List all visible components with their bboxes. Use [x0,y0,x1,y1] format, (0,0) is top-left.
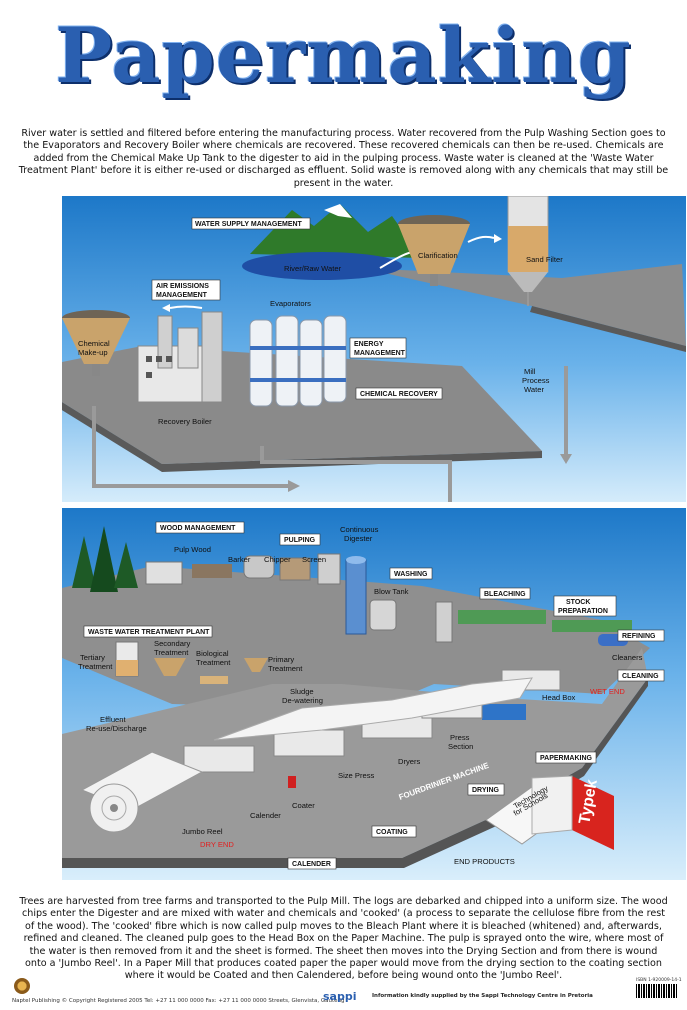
chipper-label: Chipper [264,555,291,564]
calender-box-label: CALENDER [292,861,331,868]
water-chemical-panel: WATER SUPPLY MANAGEMENT River/Raw Water … [62,196,686,502]
bleaching-label: BLEACHING [484,591,526,598]
secondary-label-1: Secondary [154,639,191,648]
trees-icon [72,526,138,592]
chemical-makeup-icon [62,318,130,364]
intro-paragraph: River water is settled and filtered befo… [18,128,669,189]
isbn-text: ISBN 1-920009-14-1 [636,978,682,983]
mill-water-label-2: Process [522,376,550,385]
sappi-brand: sappi [323,990,357,1003]
digester-label-1: Continuous [340,525,379,534]
sludge-label-1: Sludge [290,687,314,696]
head-box-label: Head Box [542,693,576,702]
wood-processing-icon [145,553,341,585]
river-label: River/Raw Water [284,264,342,273]
wet-end-label: WET END [590,687,625,696]
paper-machine-panel: Typek Technology for Schools WOOD MANAGE… [62,508,686,880]
jumbo-reel-icon [80,751,204,833]
poster-title: Papermaking [55,11,632,100]
digester-label-2: Digester [344,534,373,543]
cleaners-label: Cleaners [612,653,643,662]
water-platform-edge [530,306,686,352]
mountains [250,204,422,258]
recovery-boiler-icon [137,311,223,403]
biological-label-1: Biological [196,649,229,658]
energy-label-2: MANAGEMENT [354,350,406,357]
jumbo-reel-label: Jumbo Reel [182,827,223,836]
energy-label-1: ENERGY [354,341,384,348]
bleaching-icon [435,601,632,646]
air-emissions-label-2: MANAGEMENT [156,292,208,299]
process-pipes [92,366,568,502]
chemical-makeup-label-1: Chemical [78,339,110,348]
blow-tank-label: Blow Tank [374,587,409,596]
dry-end-label: DRY END [200,840,234,849]
outro-paragraph: Trees are harvested from tree farms and … [19,896,668,982]
publisher-logo-icon [14,978,30,994]
evaporators-icon [249,315,347,407]
water-platform [362,264,686,346]
paper-machine-diagram: Typek Technology for Schools WOOD MANAGE… [62,521,665,870]
water-chemical-diagram: WATER SUPPLY MANAGEMENT River/Raw Water … [62,196,686,502]
mill-water-label-3: Water [524,385,544,394]
drying-label: DRYING [472,787,500,794]
press-section-label-2: Section [448,742,473,751]
chemical-recovery-label: CHEMICAL RECOVERY [360,391,438,398]
copyright-text: Naptel Publishing © Copyright Registered… [12,998,345,1004]
river [242,252,402,280]
end-products-label: END PRODUCTS [454,857,515,866]
pulp-wood-label: Pulp Wood [174,545,211,554]
mill-water-label-1: Mill [524,367,536,376]
pulping-label: PULPING [284,537,316,544]
blow-tank-icon [369,599,397,631]
press-section-label-1: Press [450,733,470,742]
sand-filter-label: Sand Filter [526,255,563,264]
effluent-label-1: Effluent [100,715,127,724]
wwtp-label: WASTE WATER TREATMENT PLANT [88,629,210,636]
barker-label: Barker [228,555,251,564]
chemical-makeup-label-2: Make-up [78,348,108,357]
tertiary-label-1: Tertiary [80,653,105,662]
water-supply-label: WATER SUPPLY MANAGEMENT [195,221,303,228]
primary-label-2: Treatment [268,664,303,673]
stock-prep-label-2: PREPARATION [558,608,608,615]
biological-label-2: Treatment [196,658,231,667]
clarification-icon [398,224,470,274]
washing-label: WASHING [394,571,428,578]
sludge-label-2: De-watering [282,696,323,705]
recovery-boiler-label: Recovery Boiler [158,417,212,426]
tertiary-label-2: Treatment [78,662,113,671]
refining-label: REFINING [622,633,656,640]
papermaking-label: PAPERMAKING [540,755,593,762]
size-press-label: Size Press [338,771,374,780]
sand-filter-icon [508,226,548,272]
secondary-label-2: Treatment [154,648,189,657]
cleaning-label: CLEANING [622,673,659,680]
coater-label: Coater [292,801,315,810]
evaporators-label: Evaporators [270,299,311,308]
barcode-icon [636,984,678,998]
primary-label-1: Primary [268,655,294,664]
snow-cap [324,204,352,218]
air-emissions-label-1: AIR EMISSIONS [156,283,209,290]
wood-management-label: WOOD MANAGEMENT [160,525,236,532]
clarification-label: Clarification [418,251,458,260]
stock-prep-label-1: STOCK [566,599,590,606]
calender-label: Calender [250,811,281,820]
screen-label: Screen [302,555,326,564]
digester-icon [345,559,367,635]
wwtp-icon [115,641,268,684]
effluent-label-2: Re-use/Discharge [86,724,147,733]
end-products-icon [485,775,614,850]
credit-text: Information kindly supplied by the Sappi… [372,993,593,999]
coater-icon [288,776,296,788]
dryers-label: Dryers [398,757,421,766]
coating-label: COATING [376,829,408,836]
head-box-icon [482,704,526,720]
